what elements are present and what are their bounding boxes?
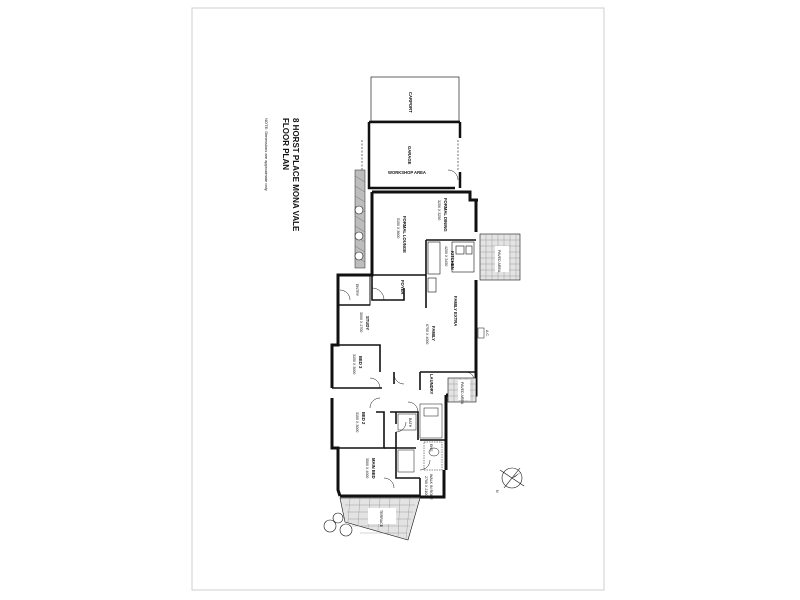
room-dim-walk-in-robe: 2700 X 2100 <box>424 476 428 496</box>
title-block: FLOOR PLAN 8 HORST PLACE MONA VALE NOTE:… <box>264 118 300 232</box>
room-label-kitchen: KITCHEN <box>450 251 455 270</box>
room-label-walk-in-robe: WALK IN ROBE <box>429 474 433 500</box>
ac-unit <box>477 327 485 339</box>
room-dim-formal-lounge: 5150 X 3600 <box>396 218 400 238</box>
room-dim-formal-dining: 3250 X 3250 <box>437 200 441 220</box>
room-label-main-bed: MAIN BED <box>371 458 376 479</box>
north-compass-icon: N <box>495 467 525 493</box>
room-label-bath: BATH <box>408 418 412 428</box>
room-label-study: STUDY <box>365 316 370 330</box>
room-dim-main-bed: 3500 X 4000 <box>365 458 369 478</box>
shrub-symbols <box>354 205 364 261</box>
room-label-bed3: BED 3 <box>358 356 363 369</box>
plan-note: NOTE: Dimensions are approximate only <box>264 118 269 191</box>
entry-porch <box>337 275 371 306</box>
room-label-paved-area-1: PAVED AREA <box>497 250 501 273</box>
paved-area-2 <box>447 377 477 403</box>
room-label-entry: ENTRY <box>355 284 359 297</box>
room-label-family: FAMILY <box>431 326 436 341</box>
garage-walls <box>361 120 462 190</box>
room-label-ensuite: ENS <box>429 444 433 452</box>
terrace <box>339 497 421 541</box>
bathroom-fixtures <box>397 403 443 473</box>
room-label-paved-area-2: PAVED AREA <box>460 382 464 405</box>
room-label-family-extra: FAMILY EXTRA <box>453 296 458 326</box>
room-dim-study: 3000 X 2700 <box>359 312 363 332</box>
sheet-border <box>191 7 605 591</box>
room-label-garage: GARAGE <box>407 146 412 165</box>
room-dim-kitchen: 4200 X 3450 <box>444 246 448 266</box>
room-label-formal-lounge: FORMAL LOUNGE <box>402 216 407 253</box>
internal-walls <box>332 239 476 497</box>
room-dim-bed3: 3150 X 3000 <box>352 354 356 374</box>
kitchen-fittings <box>427 241 475 293</box>
room-labels: FORMAL DINING 3250 X 3250 FORMAL LOUNGE … <box>352 198 458 500</box>
paved-area-1 <box>479 233 521 281</box>
plan-address: 8 HORST PLACE MONA VALE <box>291 118 300 232</box>
room-dim-family: 6750 X 4000 <box>425 324 429 344</box>
room-label-carport: CARPORT <box>408 92 413 113</box>
room-label-terrace: TERRACE <box>379 510 383 528</box>
plan-title: FLOOR PLAN <box>281 118 290 170</box>
room-label-workshop: WORKSHOP AREA <box>388 170 426 175</box>
compass-label: N <box>495 490 499 493</box>
terrace-shrubs <box>323 512 353 537</box>
room-dim-bed2: 3150 X 3000 <box>355 412 359 432</box>
label-ac: A.C. <box>485 330 489 337</box>
room-label-laundry: LAUNDRY <box>429 374 434 395</box>
room-label-formal-dining: FORMAL DINING <box>443 198 448 232</box>
room-label-bed2: BED 2 <box>361 412 366 425</box>
room-label-foyer: FOYER <box>400 280 405 294</box>
